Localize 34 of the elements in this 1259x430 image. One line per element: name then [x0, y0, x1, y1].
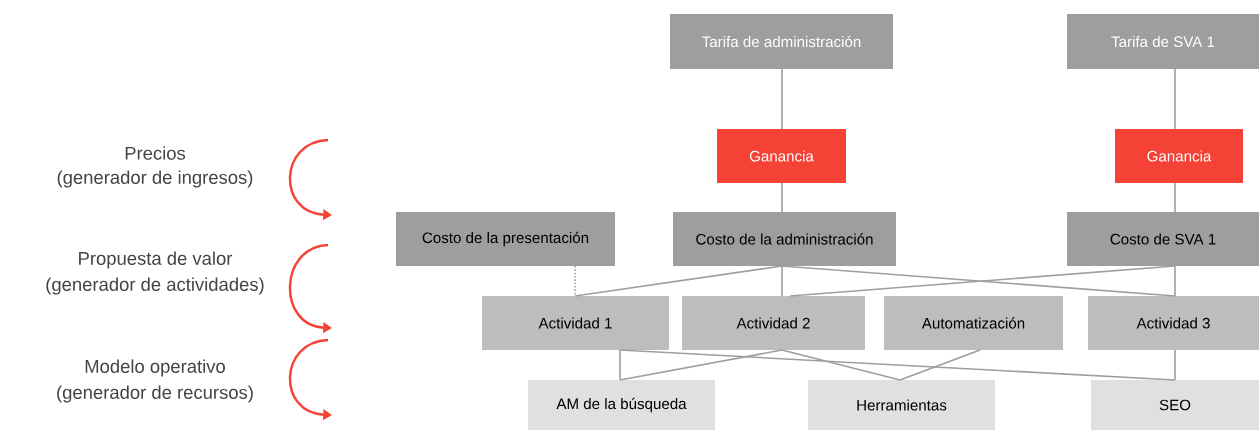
- resource-box: SEO: [1091, 380, 1259, 430]
- cost-box: Costo de la presentación: [396, 212, 615, 266]
- level-label: Modelo operativo: [85, 359, 225, 377]
- activity-box: Actividad 1: [482, 296, 669, 350]
- connector-line: [781, 349, 901, 381]
- connector-line: [781, 265, 783, 297]
- connector-line: [574, 265, 576, 297]
- level-label: (generador de ingresos): [57, 170, 253, 188]
- level-label: Propuesta de valor: [79, 251, 233, 269]
- connector-line: [781, 68, 783, 130]
- activity-box: Actividad 2: [682, 296, 865, 350]
- cost-box: Costo de SVA 1: [1067, 212, 1259, 266]
- connector-line: [1174, 349, 1176, 381]
- level-label: (generador de recursos): [57, 385, 253, 403]
- level-label: (generador de actividades): [46, 277, 264, 295]
- activity-box: Actividad 3: [1088, 296, 1259, 350]
- resource-box: Herramientas: [808, 380, 995, 430]
- connector-line: [1174, 182, 1176, 213]
- cost-box: Costo de la administración: [673, 212, 896, 266]
- connector-line: [1174, 265, 1176, 297]
- activity-box: Automatización: [884, 296, 1063, 350]
- profit-box: Ganancia: [717, 129, 846, 183]
- connector-line: [574, 265, 783, 297]
- connector-line: [619, 349, 1176, 381]
- connector-line: [899, 349, 981, 381]
- connector-line: [781, 182, 783, 213]
- profit-box: Ganancia: [1115, 129, 1243, 183]
- level-label: Precios: [125, 146, 186, 160]
- rate-box: Tarifa de SVA 1: [1067, 14, 1259, 69]
- rate-box: Tarifa de administración: [670, 14, 893, 69]
- connector-line: [619, 349, 621, 381]
- connector-line: [1174, 68, 1176, 130]
- connector-line: [619, 349, 783, 381]
- resource-box: AM de la búsqueda: [528, 380, 715, 430]
